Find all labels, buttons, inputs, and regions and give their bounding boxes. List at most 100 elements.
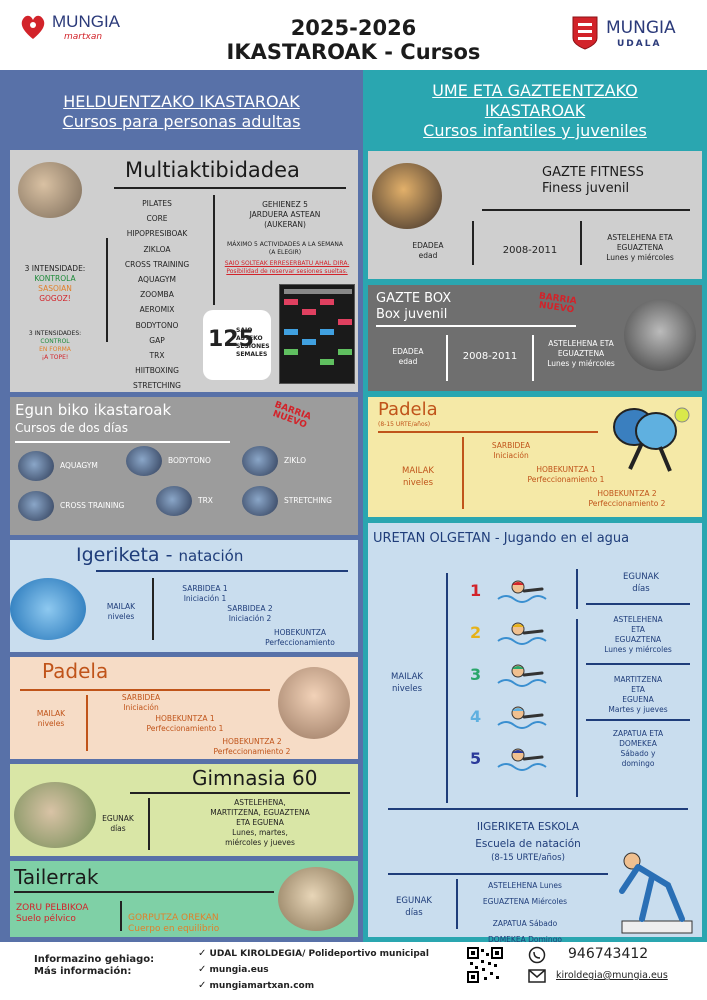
check-icon: ✓ (198, 980, 207, 991)
intensity-form: SASOIAN (38, 284, 72, 293)
levels-eu: MAILAK (391, 672, 423, 682)
level-1-es: Iniciación (123, 703, 159, 712)
workshop-2-es: Cuerpo en equilibrio (128, 924, 220, 934)
link-kiroldegia[interactable]: ✓ UDAL KIROLDEGIA/ Polideportivo municip… (198, 946, 429, 962)
reserve-eu: SAIO SOLTEAK ERRESERBATU AHAL DIRA. (224, 260, 350, 267)
level-3-eu: HOBEKUNTZA 2 (597, 489, 657, 498)
padel-title: Padela (42, 659, 109, 683)
gym60-photo (14, 782, 96, 848)
phone-number[interactable]: 946743412 (568, 946, 649, 962)
logo-right-sub: UDALA (617, 39, 662, 49)
workshop-2-eu: GORPUTZA OREKAN (128, 913, 219, 923)
levels-es: niveles (402, 478, 434, 488)
divider (482, 209, 690, 211)
divider (152, 578, 154, 640)
workshops-title: Tailerrak (14, 865, 99, 889)
school-age: (8-15 URTE/años) (491, 853, 565, 863)
level-2-es: Iniciación 2 (228, 614, 272, 623)
qr-code-icon[interactable] (466, 946, 504, 984)
divider (580, 221, 582, 265)
swimmer-icon (497, 622, 547, 645)
g3-d: domingo (621, 759, 655, 768)
level-1-eu: SARBIDEA (121, 693, 161, 702)
level-3-es: Perfeccionamiento 2 (213, 747, 291, 756)
badge-number: 125 (208, 327, 254, 352)
footer-links: ✓ UDAL KIROLDEGIA/ Polideportivo municip… (198, 946, 429, 994)
gym60-day-2: MARTITZENA, EGUAZTENA (210, 808, 310, 817)
water-panel: URETAN OLGETAN - Jugando en el agua MAIL… (368, 523, 702, 944)
activity-item: ZIKLOA (143, 244, 171, 254)
days-2: EGUAZTENA (616, 243, 664, 252)
max-line-1: GEHIENEZ 5 (262, 200, 308, 209)
divider (106, 238, 108, 342)
schedule-grid-icon (284, 289, 352, 365)
divider (378, 431, 598, 433)
email-link[interactable]: kiroldegia@mungia.eus (556, 970, 668, 981)
activity-item: CROSS TRAINING (124, 259, 190, 269)
adults-heading: HELDUENTZAKO IKASTAROAK Cursos para pers… (10, 92, 353, 132)
check-icon: ✓ (198, 964, 207, 975)
divider (456, 879, 458, 929)
level-2-es: Perfeccionamiento 1 (527, 475, 605, 484)
workshop-1-es: Suelo pélvico (16, 914, 76, 924)
two-day-item: AQUAGYM (60, 461, 98, 470)
intensity-title-es: 3 INTENSIDADES: (28, 330, 82, 337)
box-years: 2008-2011 (462, 351, 518, 362)
swimmer-icon (497, 580, 547, 603)
divider (120, 901, 122, 931)
level-1-eu: SARBIDEA 1 (182, 584, 228, 593)
sessions-badge: 125 SAIO ASTEKO SESIONES SEMALES (203, 310, 271, 380)
divider (20, 689, 270, 691)
padel-photo (278, 667, 350, 739)
water-level-number: 4 (470, 707, 482, 726)
activity-item: HIPOPRESIBOAK (126, 229, 188, 239)
badge-text-3: SESIONES (236, 343, 270, 350)
divider (446, 335, 448, 381)
school-day-4: DOMEKEA Domingo (488, 935, 562, 944)
adults-column: HELDUENTZAKO IKASTAROAK Cursos para pers… (0, 70, 363, 942)
padel-youth-title: Padela (378, 399, 438, 420)
intensity-control-es: CONTROL (40, 338, 70, 345)
badge-text-2: ASTEKO (236, 335, 263, 342)
intensity-box-es: 3 INTENSIDADES: CONTROL EN FORMA ¡A TOPE… (12, 330, 98, 362)
fitness-years: 2008-2011 (502, 245, 558, 256)
level-2-eu: SARBIDEA 2 (227, 604, 273, 613)
g3-b: DOMEKEA (619, 739, 657, 748)
new-badge: BARRIA NUEVO (270, 400, 312, 431)
link-mungia[interactable]: ✓ mungia.eus (198, 962, 429, 978)
max-line-3: (AUKERAN) (264, 220, 306, 229)
two-day-item: BODYTONO (168, 456, 211, 465)
days-eu: EGUNAK (102, 814, 134, 823)
activity-item: STRETCHING (133, 381, 181, 391)
badge-text-1: SAIO (236, 327, 253, 334)
link-mungiamartxan[interactable]: ✓ mungiamartxan.com (198, 978, 429, 994)
max-activities: GEHIENEZ 5 JARDUERA ASTEAN (AUKERAN) (220, 200, 350, 230)
max-line-2: JARDUERA ASTEAN (249, 210, 321, 219)
heart-logo-icon (21, 15, 45, 39)
divider (586, 719, 690, 721)
two-day-panel: Egun biko ikastaroak Cursos de dos días … (10, 397, 358, 535)
divider (388, 808, 688, 810)
level-2-eu: HOBEKUNTZA 1 (536, 465, 596, 474)
divider (96, 570, 348, 572)
page-title: 2025-2026 IKASTAROAK - Cursos (150, 16, 557, 64)
intensity-title: 3 INTENSIDADE: (24, 264, 86, 273)
link-mungia-label: mungia.eus (209, 965, 269, 975)
days-eu: EGUNAK (623, 572, 659, 582)
days-es: días (632, 584, 650, 594)
levels-eu: MAILAK (36, 709, 66, 718)
activity-item: AQUAGYM (138, 275, 176, 285)
swim-title-es: natación (178, 547, 244, 565)
reserve-es: Posibilidad de reservar sesiones sueltas… (226, 268, 348, 275)
